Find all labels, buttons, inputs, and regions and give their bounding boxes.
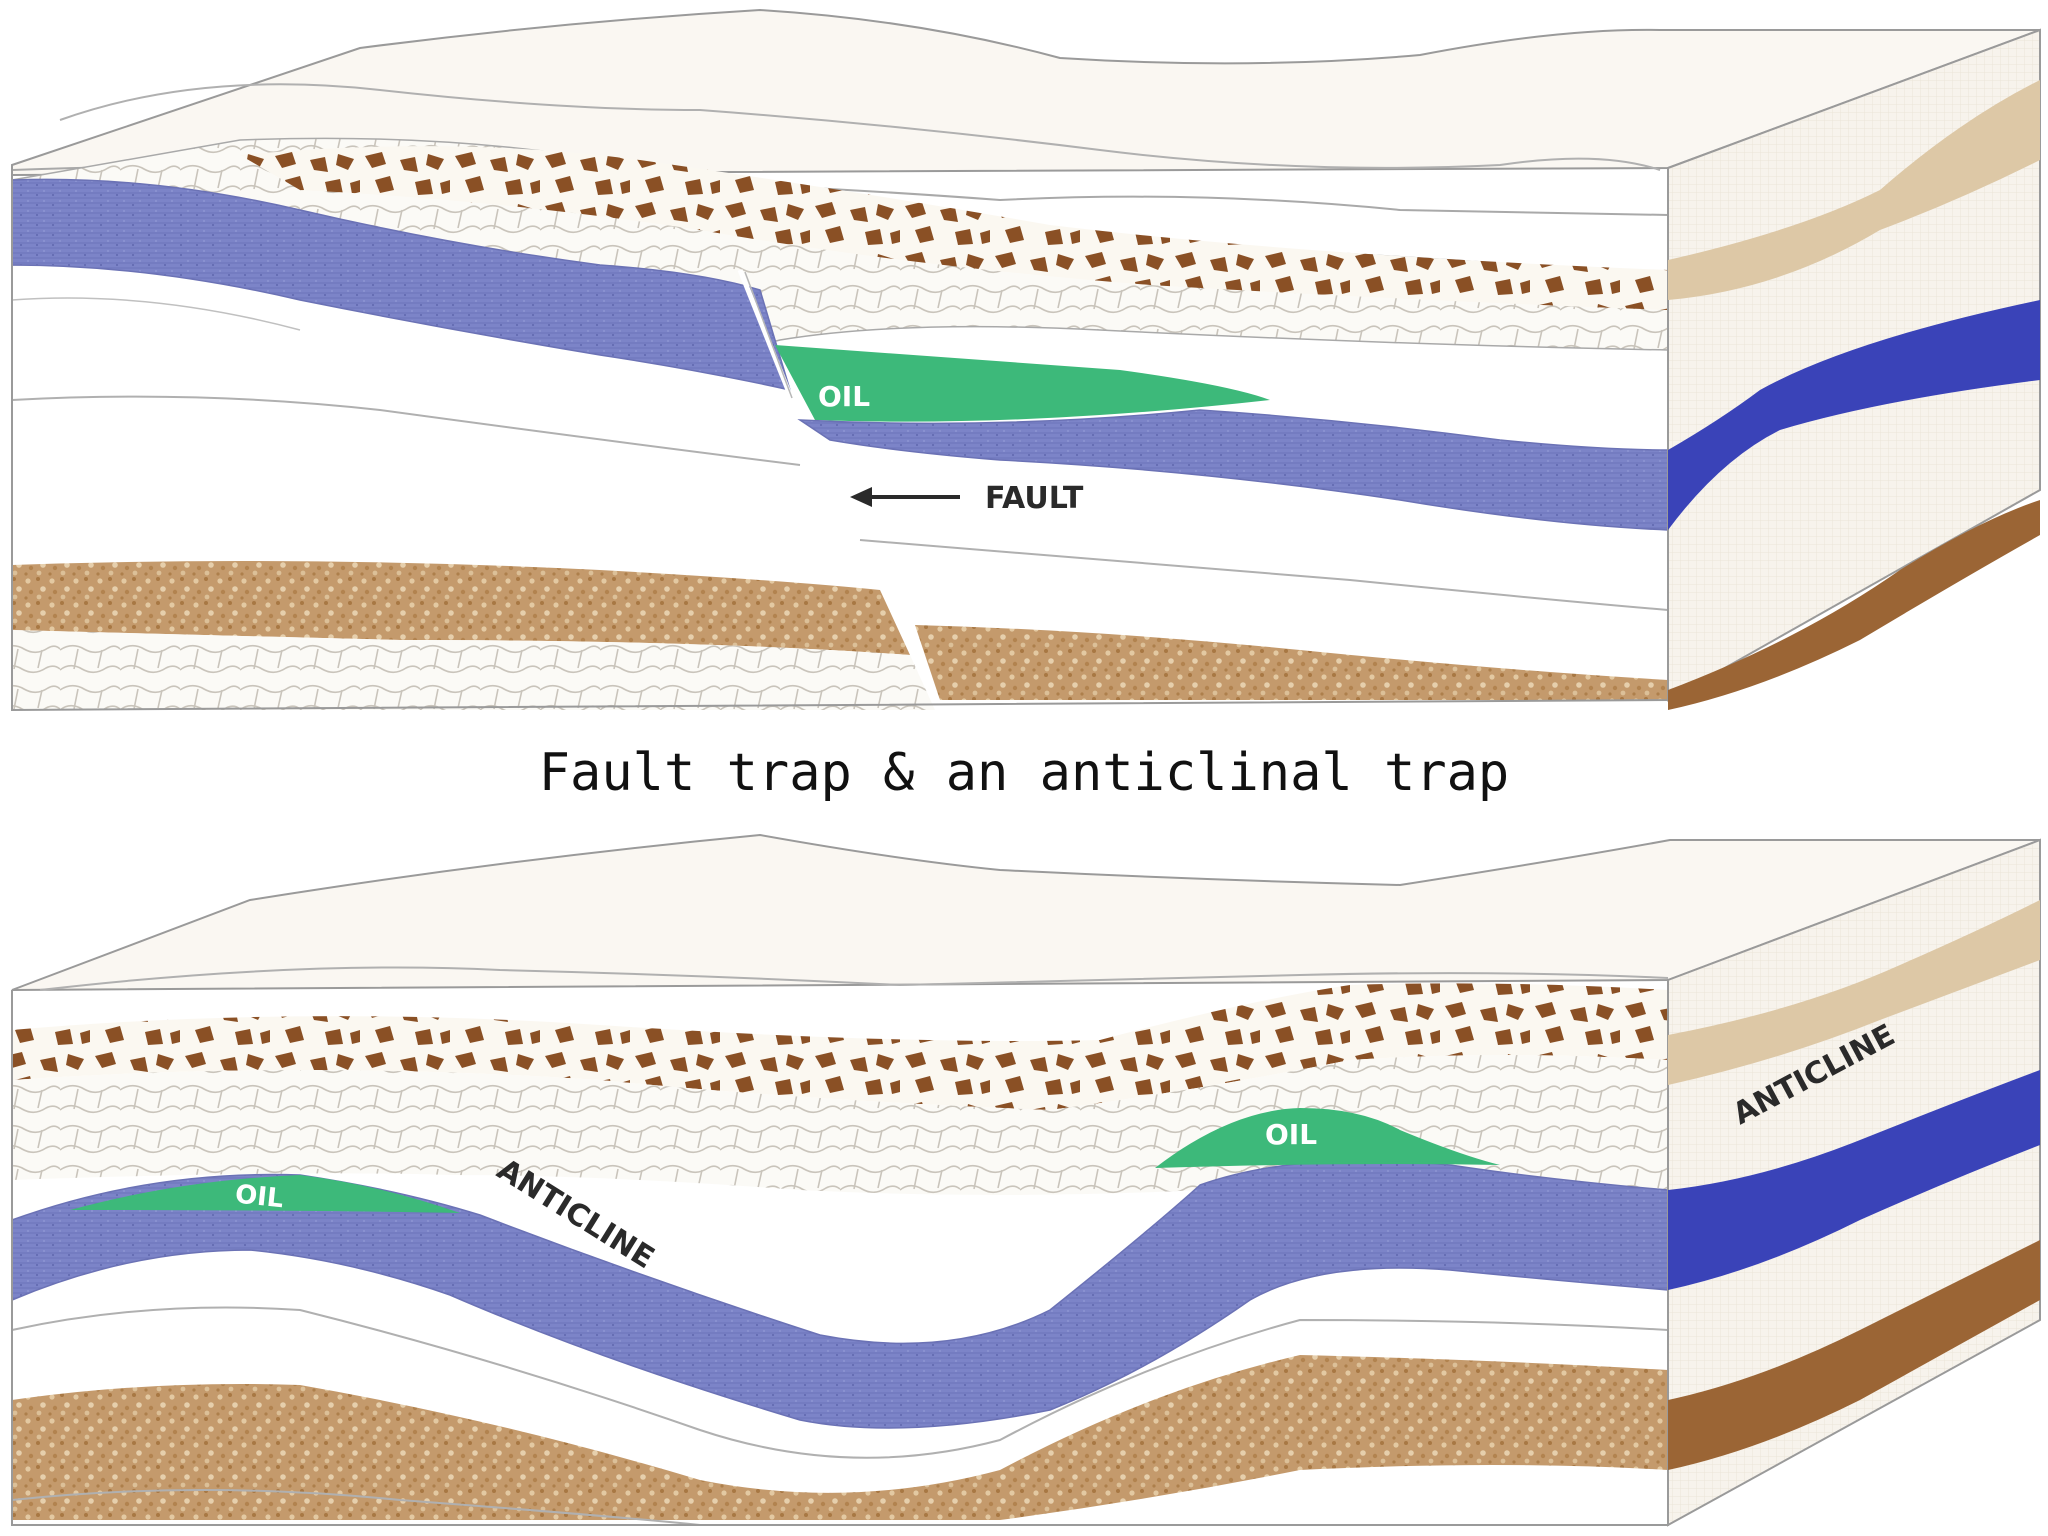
fault-trap-diagram: OIL FAULT bbox=[12, 10, 2040, 710]
oil-label-right: OIL bbox=[1265, 1118, 1317, 1151]
fault-label: FAULT bbox=[985, 481, 1084, 516]
figure-caption: Fault trap & an anticlinal trap bbox=[539, 743, 1510, 803]
fault-arrow-icon bbox=[850, 487, 960, 507]
oil-label-left: OIL bbox=[234, 1179, 285, 1214]
sandstone-layer-right bbox=[915, 625, 1668, 700]
anticline-trap-diagram: OIL OIL ANTICLINE ANTICLINE bbox=[12, 835, 2040, 1525]
reservoir-layer-right bbox=[800, 410, 1668, 530]
oil-label-fault: OIL bbox=[818, 380, 870, 413]
